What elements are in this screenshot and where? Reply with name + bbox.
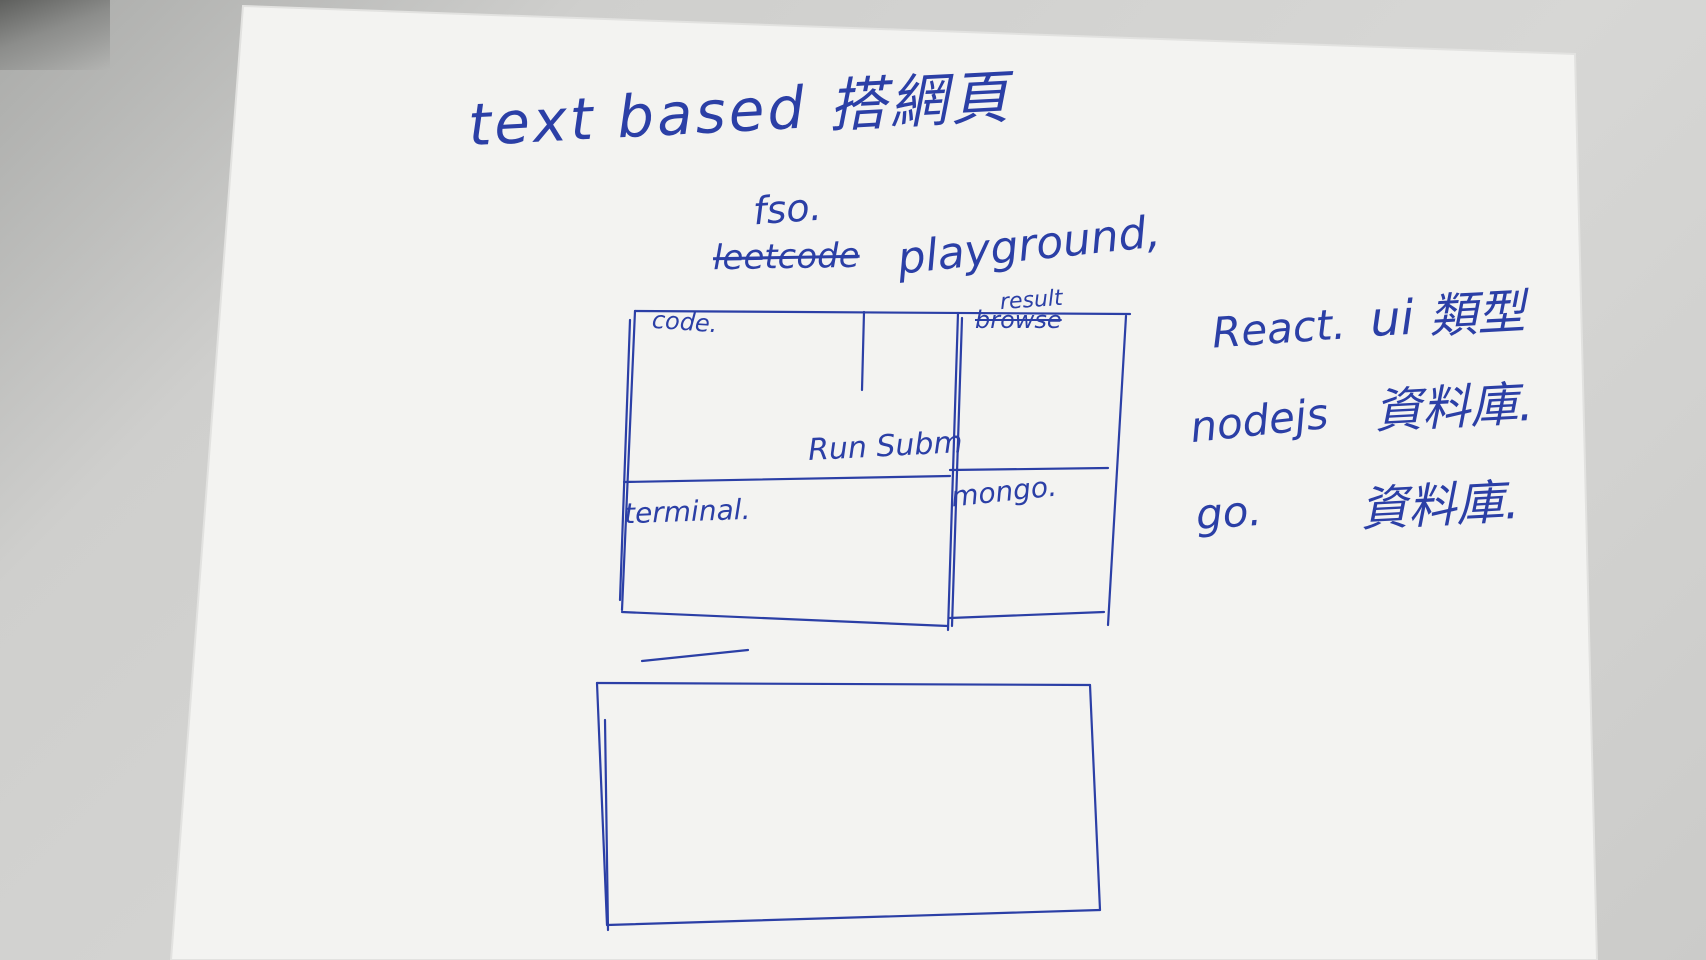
- stack-note-react: ui 類型: [1368, 283, 1527, 349]
- wireframe-right-edge: [1106, 314, 1128, 627]
- browse-panel-label: browse: [975, 306, 1062, 334]
- lower-box-right: [1088, 683, 1102, 912]
- leetcode-struck-note: leetcode: [712, 235, 860, 279]
- code-split-line: [860, 310, 866, 392]
- desk-corner-shadow: [0, 0, 110, 70]
- terminal-panel-label: terminal.: [623, 492, 751, 531]
- result-panel-label: result: [999, 285, 1064, 316]
- wireframe-bottom-right-edge: [948, 610, 1106, 620]
- wireframe-vertical-divider-double: [950, 316, 964, 628]
- lower-box-left-double: [603, 718, 610, 932]
- lower-box-left: [595, 681, 609, 927]
- wireframe-right-divider: [948, 466, 1110, 472]
- wireframe-left-edge: [620, 309, 637, 612]
- stack-note-go: 資料庫.: [1358, 473, 1521, 539]
- stack-item-go: go.: [1194, 485, 1264, 540]
- fso-note: fso.: [751, 184, 823, 234]
- stack-item-react: React.: [1210, 299, 1348, 358]
- code-panel-label: code.: [651, 305, 719, 339]
- paper-surface: [171, 6, 1597, 960]
- wireframe-top-edge: [633, 309, 1132, 316]
- lower-top-stroke: [640, 648, 750, 663]
- lower-box-top: [595, 681, 1092, 687]
- ink-lines: [595, 309, 1132, 932]
- lower-box-bottom: [605, 908, 1102, 927]
- stack-note-nodejs: 資料庫.: [1372, 375, 1535, 441]
- wireframe-vertical-divider: [946, 311, 960, 632]
- wireframe-left-edge-double: [618, 318, 632, 602]
- wireframe-bottom-edge: [620, 610, 950, 628]
- paper-edge: [169, 4, 1599, 960]
- wireframe-horizontal-divider: [622, 474, 952, 484]
- run-submit-label: Run Subm: [807, 424, 964, 469]
